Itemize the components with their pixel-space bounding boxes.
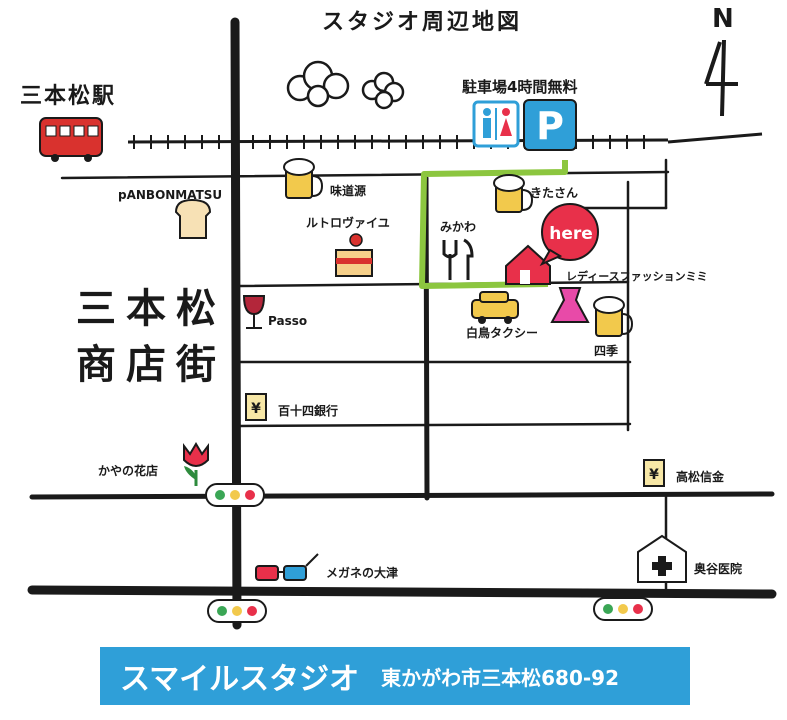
traffic-light-icon <box>205 483 265 507</box>
place-mikawa: みかわ <box>440 220 477 234</box>
here-badge: here <box>539 203 599 267</box>
place-panbonmatsu: pANBONMATSU <box>118 188 223 202</box>
beer-icon <box>493 174 534 213</box>
cake-icon <box>335 233 373 277</box>
district-line2: 商店街 <box>76 342 226 388</box>
road-top-horizontal <box>60 170 670 180</box>
place-shinkin: 高松信金 <box>676 470 725 484</box>
studio-banner: スマイルスタジオ 東かがわ市三本松680-92 <box>100 647 690 705</box>
bread-icon <box>174 198 212 239</box>
compass-label: N <box>712 4 734 34</box>
station-label: 三本松駅 <box>20 84 117 109</box>
compass-icon <box>704 39 738 117</box>
place-taxi: 白鳥タクシー <box>466 326 539 340</box>
hospital-icon <box>637 534 687 583</box>
map-title: スタジオ周辺地図 <box>322 10 523 35</box>
svg-text:P: P <box>536 104 564 148</box>
studio-house-icon <box>505 244 551 285</box>
restaurant-icon <box>442 238 474 280</box>
district-line1: 三本松 <box>76 286 226 332</box>
place-glasses: メガネの大津 <box>326 566 399 580</box>
road-bottom <box>27 585 777 599</box>
svg-text:¥: ¥ <box>649 467 659 483</box>
traffic-light-icon <box>593 597 653 621</box>
place-passo: Passo <box>268 314 308 328</box>
place-shiki: 四季 <box>594 344 619 358</box>
train-icon <box>39 117 103 162</box>
studio-address: 東かがわ市三本松680-92 <box>381 665 619 690</box>
parking-icon: P <box>523 99 577 151</box>
beer-icon <box>283 158 324 199</box>
yen-bill-icon: ¥ <box>245 393 267 421</box>
beer-icon <box>593 296 634 337</box>
glasses-icon <box>255 553 319 581</box>
railway <box>127 132 763 149</box>
place-ajimichigen: 味道源 <box>330 184 367 198</box>
cloud-icon <box>286 60 350 108</box>
traffic-light-icon <box>207 599 267 623</box>
tulip-icon <box>183 442 209 486</box>
wine-glass-icon <box>242 295 266 329</box>
road-v-425 <box>423 175 430 501</box>
studio-name: スマイルスタジオ <box>120 662 360 697</box>
parking-label: 駐車場4時間無料 <box>462 78 578 96</box>
place-bank: 百十四銀行 <box>278 404 339 418</box>
road-main-vertical <box>230 17 242 630</box>
route-to-studio <box>419 160 568 289</box>
place-flower: かやの花店 <box>98 464 159 478</box>
place-lutrovaille: ルトロヴァイユ <box>306 216 390 230</box>
dress-icon <box>550 287 590 323</box>
yen-bill-icon: ¥ <box>643 459 665 487</box>
place-hospital: 奥谷医院 <box>694 562 743 576</box>
here-label: here <box>549 224 593 244</box>
cloud-icon <box>361 71 405 110</box>
restroom-icon <box>472 100 520 148</box>
place-kitasan: きたさん <box>530 186 579 200</box>
svg-text:¥: ¥ <box>251 401 261 417</box>
place-ladies: レディースファッションミミ <box>566 270 708 283</box>
road-h-428 <box>238 422 632 428</box>
road-h-498 <box>29 491 775 500</box>
taxi-icon <box>471 291 519 324</box>
